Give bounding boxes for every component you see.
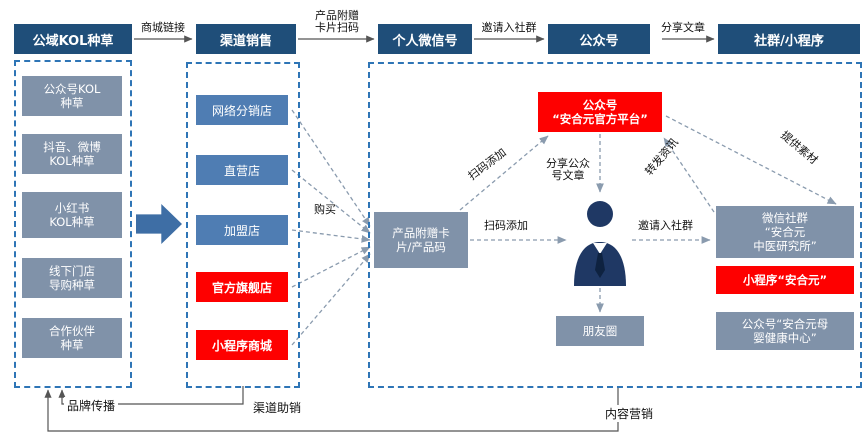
label-share-oa-article: 分享公众 号文章 — [546, 157, 590, 182]
store-franchise: 加盟店 — [196, 215, 288, 245]
seed-official-kol: 公众号KOL 种草 — [22, 76, 122, 116]
stage-community-miniprogram: 社群/小程序 — [718, 24, 860, 54]
product-card-box: 产品附赠卡 片/产品码 — [374, 212, 468, 268]
stage-personal-wechat: 个人微信号 — [378, 24, 472, 54]
store-direct: 直营店 — [196, 155, 288, 185]
channel-to-product-arrows — [291, 109, 371, 346]
label-share-article: 分享文章 — [661, 21, 705, 34]
seed-douyin-weibo: 抖音、微博 KOL种草 — [22, 134, 122, 174]
official-account-box: 公众号 “安合元官方平台” — [538, 92, 662, 132]
label-invite-group: 邀请入社群 — [638, 219, 693, 232]
label-invite-group-top: 邀请入社群 — [481, 21, 537, 34]
stage-official-account: 公众号 — [548, 24, 650, 54]
footer-feedback-lines — [44, 386, 619, 432]
store-online-distribution: 网络分销店 — [196, 95, 288, 125]
label-mall-link: 商城链接 — [141, 21, 185, 34]
store-miniprogram-mall: 小程序商城 — [196, 330, 288, 360]
label-buy: 购买 — [314, 203, 336, 216]
store-flagship: 官方旗舰店 — [196, 272, 288, 302]
label-content-marketing: 内容营销 — [602, 405, 657, 422]
seed-xiaohongshu: 小红书 KOL种草 — [22, 192, 122, 238]
label-scan-add-right: 扫码添加 — [484, 219, 528, 232]
stage-channel-sales: 渠道销售 — [196, 24, 296, 54]
wechat-group-box: 微信社群 “安合元 中医研究所” — [716, 206, 854, 258]
moments-box: 朋友圈 — [556, 316, 644, 346]
miniprogram-box: 小程序“安合元” — [716, 266, 854, 294]
label-card-scan: 产品附赠 卡片扫码 — [315, 9, 359, 34]
label-brand-spread: 品牌传播 — [64, 397, 119, 414]
label-channel-assist: 渠道助销 — [250, 399, 305, 416]
seed-partners: 合作伙伴 种草 — [22, 318, 122, 358]
person-icon — [572, 198, 628, 286]
stage-public-kol: 公域KOL种草 — [14, 24, 132, 54]
seeding-panel — [14, 60, 132, 388]
right-chevron-arrow — [136, 204, 182, 244]
seed-offline-store: 线下门店 导购种草 — [22, 258, 122, 298]
mom-baby-account-box: 公众号“安合元母 婴健康中心” — [716, 312, 854, 350]
channel-panel — [186, 62, 300, 388]
content-panel — [368, 62, 862, 388]
